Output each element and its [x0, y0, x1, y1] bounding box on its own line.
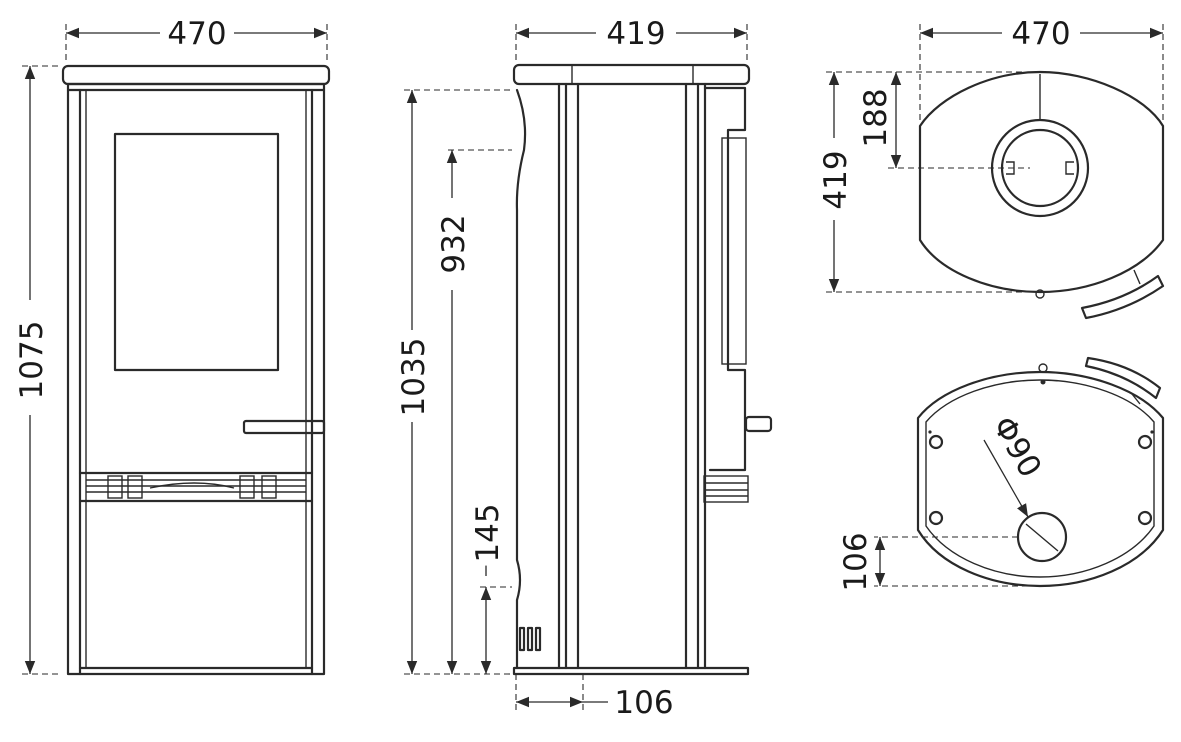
- side-front-profile: [515, 88, 527, 670]
- side-flue-height-dimension: 932: [436, 214, 472, 273]
- dimension-label-backing: [470, 500, 506, 566]
- dimension-label-backing: [436, 211, 472, 277]
- side-air-inlet-offset-dimension: 106: [614, 685, 673, 721]
- front-door-handle: [242, 419, 326, 435]
- bottom-foot-front-right: [1137, 434, 1153, 450]
- front-air-grille: [78, 471, 314, 503]
- side-air-vents: [518, 626, 542, 652]
- top-handle: [1080, 274, 1165, 320]
- front-door-glass: [113, 132, 280, 372]
- bottom-handle: [1084, 356, 1162, 400]
- bottom-foot-rear-left: [928, 510, 944, 526]
- side-top-plate: [512, 63, 751, 86]
- front-body: [66, 82, 326, 676]
- side-view: 419 1035 932 145 106: [396, 16, 773, 721]
- side-rear-panel: [703, 86, 747, 472]
- top-flue-offset-dimension: 188: [858, 88, 894, 147]
- bottom-foot-front-left: [928, 434, 944, 450]
- top-width-dimension: 470: [1011, 16, 1070, 52]
- side-base-plate: [512, 666, 750, 676]
- side-air-inlet-height-dimension: 145: [470, 503, 506, 562]
- bottom-outline: [916, 370, 1165, 588]
- front-view: 470 1075: [14, 16, 331, 676]
- side-rear-grille: [703, 475, 749, 503]
- top-flue-collar-outer: [990, 118, 1090, 218]
- bottom-air-inlet-offset-dimension: 106: [838, 532, 874, 591]
- front-top-plate: [61, 64, 331, 86]
- top-depth-dimension: 419: [818, 150, 854, 209]
- dimension-label-backing: [164, 16, 230, 52]
- dimension-label-backing: [396, 334, 432, 420]
- top-view: 470 419 188: [818, 16, 1165, 320]
- side-flue-stub: [744, 415, 773, 433]
- dimension-label-backing: [14, 317, 50, 403]
- side-height-dimension: 1035: [396, 338, 432, 417]
- bottom-view: Φ90 106: [838, 356, 1165, 595]
- front-height-dimension: 1075: [14, 321, 50, 400]
- dimension-label-backing: [603, 16, 669, 52]
- dimension-label-backing: [983, 407, 1050, 487]
- top-outline: [918, 70, 1165, 294]
- dimension-label-backing: [611, 685, 677, 721]
- dimension-label-backing: [858, 85, 894, 151]
- front-width-dimension: 470: [167, 16, 226, 52]
- side-depth-dimension: 419: [606, 16, 665, 52]
- bottom-foot-rear-right: [1137, 510, 1153, 526]
- dimension-label-backing: [818, 147, 854, 213]
- dimension-label-backing: [838, 529, 874, 595]
- dimension-label-backing: [1008, 16, 1074, 52]
